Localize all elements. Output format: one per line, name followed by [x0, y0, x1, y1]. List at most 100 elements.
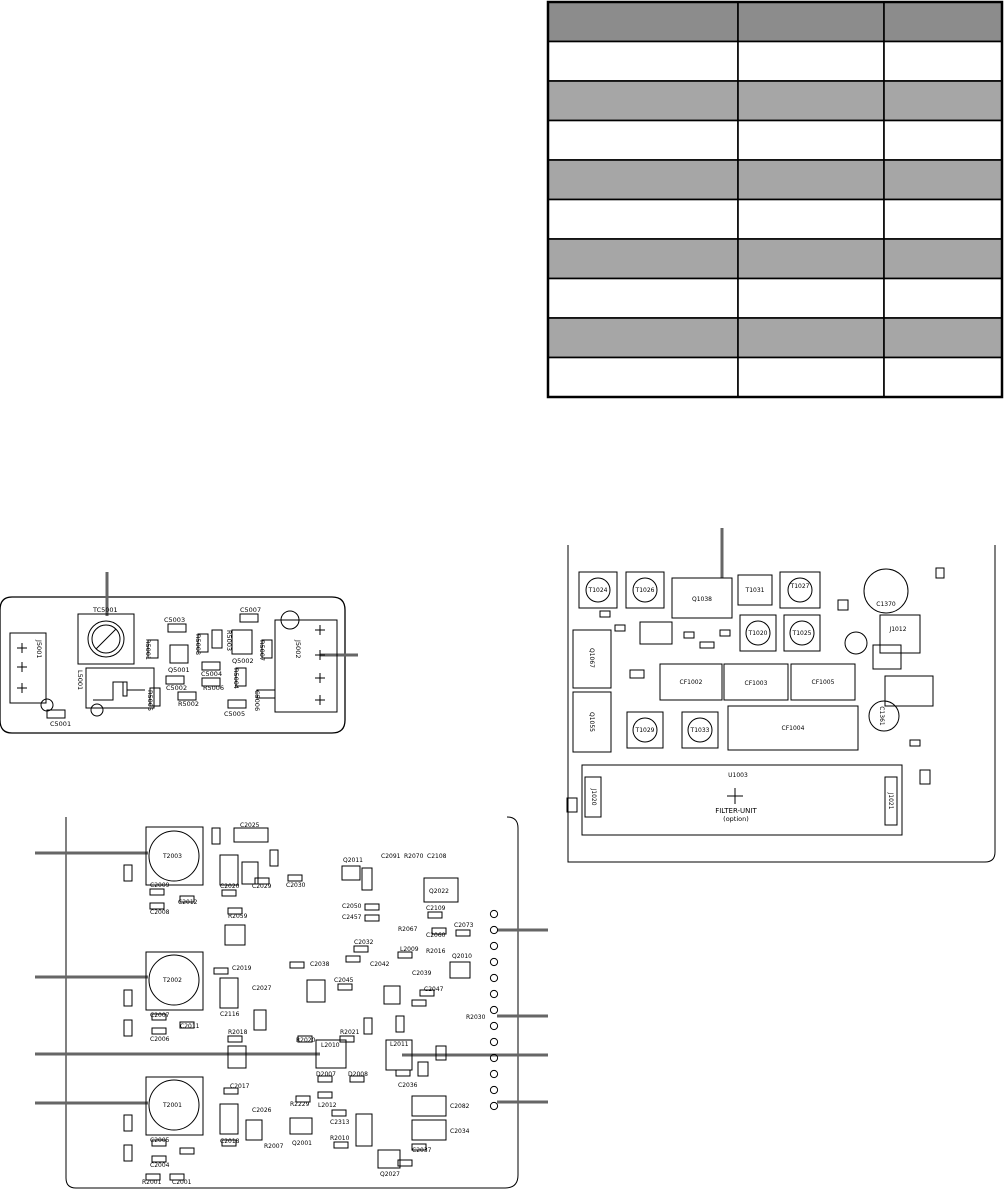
label-c2039: C2039 [412, 970, 432, 977]
capacitor-c1361 [868, 700, 900, 732]
table-border [546, 0, 1004, 399]
coil-t2001 [145, 1076, 204, 1136]
label-t1020: T1020 [748, 630, 768, 637]
table-cell [547, 198, 739, 240]
label-c2082: C2082 [450, 1103, 470, 1110]
coil-t1020 [739, 614, 777, 652]
label-c2004: C2004 [150, 1162, 170, 1169]
label-j1020: J1020 [590, 787, 597, 805]
label-r5003: R5003 [225, 630, 233, 651]
label-r2016: R2016 [426, 948, 446, 955]
label-c2005: C2005 [150, 1137, 170, 1144]
label-l2011: L2011 [390, 1041, 409, 1048]
label-j1021: J1021 [887, 791, 894, 809]
label-r2001: R2001 [142, 1179, 162, 1186]
label-r5007: R5007 [258, 640, 266, 661]
table-cell [547, 277, 739, 319]
label-c2001: C2001 [172, 1179, 192, 1186]
data-table [546, 0, 1004, 399]
label-c5006: C5006 [253, 690, 261, 711]
label-t2001: T2001 [162, 1102, 182, 1109]
label-cf1003: CF1003 [745, 680, 768, 687]
table-cell [547, 119, 739, 161]
label-filter-unit: FILTER-UNIT [715, 807, 757, 815]
capacitor-c1370 [863, 568, 909, 614]
label-q2022: Q2022 [429, 888, 449, 895]
label-c2008: C2008 [150, 909, 170, 916]
label-c2018: C2018 [220, 1138, 240, 1145]
label-d2007: D2007 [316, 1071, 336, 1078]
label-c2025: C2025 [240, 822, 260, 829]
label-t1024: T1024 [588, 587, 608, 594]
trimmer-tc5001 [77, 613, 135, 665]
filter-cf1005 [790, 663, 856, 701]
label-t1025: T1025 [792, 630, 812, 637]
label-c2012: C2012 [178, 899, 198, 906]
label-r2059: R2059 [228, 913, 248, 920]
label-q1055: Q1055 [588, 712, 595, 732]
small-pcb-board [0, 572, 358, 734]
label-c2027: C2027 [252, 985, 272, 992]
filter-cf1004 [727, 705, 859, 751]
label-u1003: U1003 [728, 772, 748, 779]
label-r2020: R2020 [296, 1037, 316, 1044]
label-r2067: R2067 [398, 926, 418, 933]
coil-t1029 [626, 711, 664, 749]
connector-j5001 [9, 632, 47, 704]
label-c5005: C5005 [224, 710, 245, 718]
label-r5004: R5004 [232, 668, 240, 689]
label-c5002: C5002 [166, 684, 187, 692]
label-d2008: D2008 [348, 1071, 368, 1078]
label-l2009: L2009 [400, 946, 419, 953]
label-c2019: C2019 [232, 965, 252, 972]
label-c2007: C2007 [150, 1012, 170, 1019]
label-c5007: C5007 [240, 606, 261, 614]
label-r5008: R5008 [194, 634, 202, 655]
label-c2009: C2009 [150, 882, 170, 889]
table-cell [883, 356, 1003, 398]
table-cell [883, 317, 1003, 359]
table-cell [883, 1, 1003, 43]
label-c5004: C5004 [201, 670, 222, 678]
table-cell [547, 80, 739, 122]
transistor-q2011 [341, 865, 361, 881]
label-r2070: R2070 [404, 853, 424, 860]
coil-t1025 [783, 614, 821, 652]
label-q2010: Q2010 [452, 953, 472, 960]
label-q1067: Q1067 [588, 648, 595, 668]
coil-t2003 [145, 826, 204, 886]
label-c2109: C2109 [426, 905, 446, 912]
label-j1012: J1012 [888, 626, 906, 633]
label-c1361: C1361 [878, 706, 885, 726]
main-pcb-board [566, 528, 996, 863]
filter-unit-u1003 [581, 764, 903, 836]
label-c2045: C2045 [334, 977, 354, 984]
label-r5006: R5006 [203, 684, 224, 692]
label-c2017: C2017 [230, 1083, 250, 1090]
label-c2036: C2036 [398, 1082, 418, 1089]
label-q5001: Q5001 [168, 666, 190, 674]
label-t1026: T1026 [635, 587, 655, 594]
label-c2020: C2020 [220, 883, 240, 890]
ic-q1067 [572, 629, 612, 689]
label-filter-option: (option) [723, 815, 749, 823]
table-cell [737, 1, 885, 43]
table-cell [547, 317, 739, 359]
bottom-board-labels: T2003 T2002 T2001 C2025 Q2011 C2091 R207… [142, 822, 486, 1186]
table-cell [883, 80, 1003, 122]
label-c2108: C2108 [427, 853, 447, 860]
label-l2012: L2012 [318, 1102, 337, 1109]
filter-cf1002 [659, 663, 723, 701]
label-r5002: R5002 [178, 700, 199, 708]
table-cell [737, 159, 885, 201]
table-cell [737, 40, 885, 82]
label-c2034: C2034 [450, 1128, 470, 1135]
connector-j5002 [274, 619, 338, 713]
table-cell [883, 40, 1003, 82]
label-c2032: C2032 [354, 939, 374, 946]
table-cell [547, 356, 739, 398]
connector-j1012 [879, 614, 921, 654]
coil-l2010 [315, 1039, 347, 1069]
table-cell [883, 119, 1003, 161]
